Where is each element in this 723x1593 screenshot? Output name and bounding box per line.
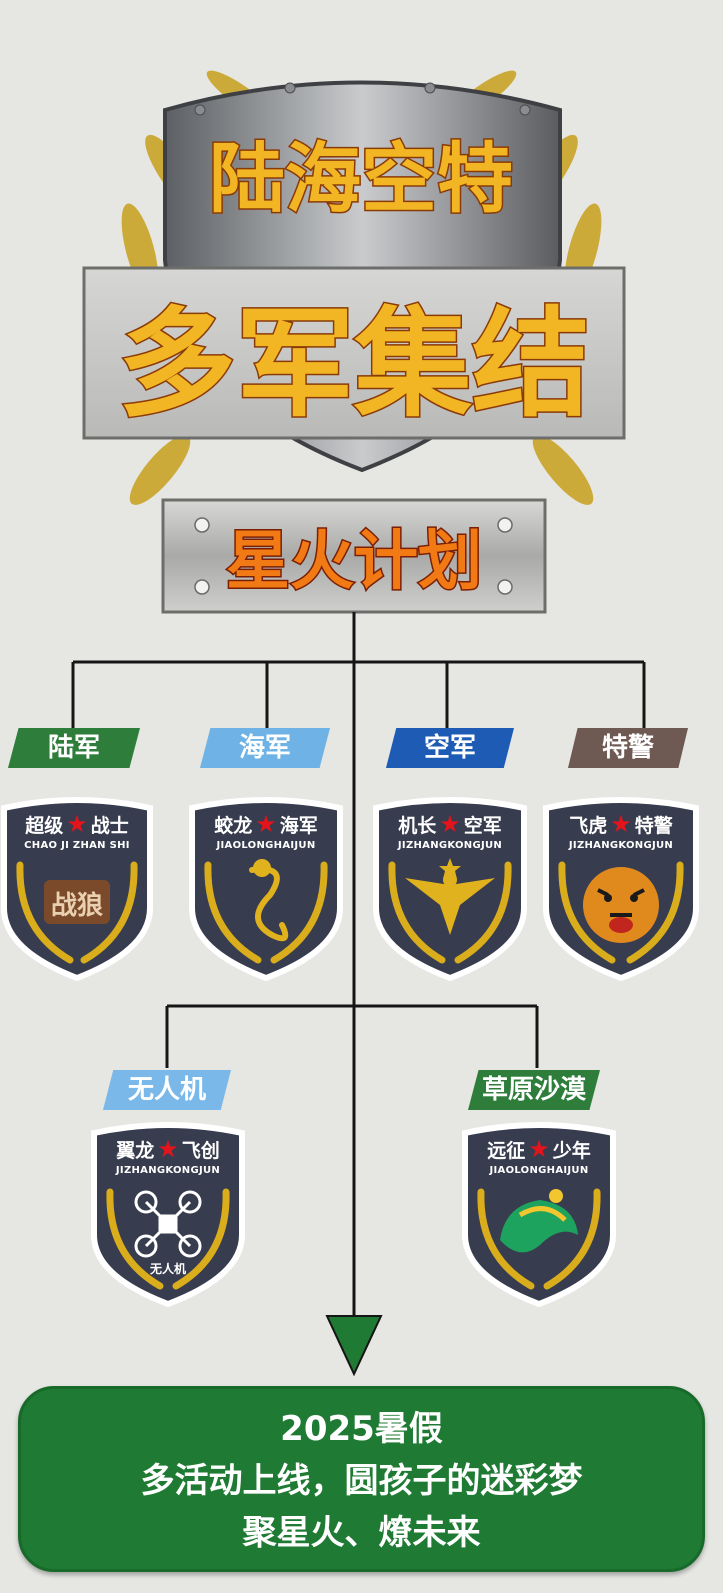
arrow-down-icon — [325, 1315, 383, 1377]
title-line-1: 陆海空特 — [209, 134, 513, 223]
title-line-2: 多军集结 — [118, 295, 590, 433]
footer-banner: 2025暑假 多活动上线，圆孩子的迷彩梦 聚星火、燎未来 — [18, 1386, 705, 1572]
badge-right-word: 战士 — [90, 815, 129, 837]
badge-right-word: 飞创 — [181, 1140, 220, 1162]
badge-subtitle: JIZHANGKONGJUN — [397, 840, 503, 851]
badge-army[interactable]: 超级★战士 CHAO JI ZHAN SHI — [4, 800, 150, 978]
red-star-icon: ★ — [439, 810, 461, 838]
badge-drone[interactable]: 翼龙★飞创 JIZHANGKONGJUN — [94, 1125, 242, 1305]
badge-wreaths — [16, 861, 684, 1290]
dragon-icon — [249, 859, 289, 942]
badge-special-police[interactable]: 飞虎★特警 JIZHANGKONGJUN — [546, 800, 696, 978]
branch-label-special-police[interactable]: 特警 — [568, 728, 688, 768]
badge-right-word: 海军 — [279, 815, 318, 837]
badge-subtitle: JIAOLONGHAIJUN — [489, 1165, 589, 1176]
branch-label-army[interactable]: 陆军 — [8, 728, 140, 768]
eagle-icon — [405, 858, 495, 935]
red-star-icon: ★ — [610, 810, 632, 838]
drone-text: 无人机 — [149, 1261, 186, 1276]
badge-right-word: 空军 — [463, 815, 502, 837]
badge-left-word: 超级 — [25, 815, 64, 837]
badge-left-word: 飞虎 — [569, 815, 608, 837]
footer-line-3: 聚星火、燎未来 — [242, 1513, 481, 1553]
footer-line-2: 多活动上线，圆孩子的迷彩梦 — [140, 1461, 583, 1501]
badge-left-word: 翼龙 — [116, 1140, 155, 1162]
badge-airforce[interactable]: 机长★空军 JIZHANGKONGJUN — [376, 800, 524, 978]
badge-navy[interactable]: 蛟龙★海军 JIAOLONGHAIJUN — [192, 800, 340, 978]
red-star-icon: ★ — [157, 1135, 179, 1163]
badge-subtitle: JIZHANGKONGJUN — [568, 840, 674, 851]
badge-subtitle: JIAOLONGHAIJUN — [216, 840, 316, 851]
badge-grassland-desert[interactable]: 远征★少年 JIAOLONGHAIJUN — [465, 1125, 613, 1305]
tiger-icon — [583, 867, 659, 943]
badge-left-word: 远征 — [487, 1140, 526, 1162]
plan-title: 星火计划 — [226, 525, 482, 599]
red-star-icon: ★ — [66, 810, 88, 838]
badge-left-word: 蛟龙 — [214, 815, 253, 837]
badge-right-word: 少年 — [552, 1140, 591, 1162]
branch-label-navy[interactable]: 海军 — [200, 728, 330, 768]
zhanlang-emblem: 战狼 — [44, 880, 110, 924]
branch-label-grassland-desert[interactable]: 草原沙漠 — [468, 1070, 600, 1110]
tree-connectors — [71, 612, 646, 1330]
badge-subtitle: CHAO JI ZHAN SHI — [24, 840, 130, 851]
title-plate — [82, 266, 626, 440]
plan-plate — [161, 498, 547, 614]
branch-label-drone[interactable]: 无人机 — [103, 1070, 231, 1110]
footer-line-1: 2025暑假 — [280, 1409, 443, 1449]
red-star-icon: ★ — [255, 810, 277, 838]
grassland-desert-icon — [500, 1189, 578, 1253]
drone-icon — [134, 1190, 202, 1258]
badge-right-word: 特警 — [634, 815, 673, 837]
branch-label-airforce[interactable]: 空军 — [386, 728, 514, 768]
zhanlang-text: 战狼 — [51, 890, 103, 921]
badge-left-word: 机长 — [398, 815, 437, 837]
badge-subtitle: JIZHANGKONGJUN — [115, 1165, 221, 1176]
red-star-icon: ★ — [528, 1135, 550, 1163]
